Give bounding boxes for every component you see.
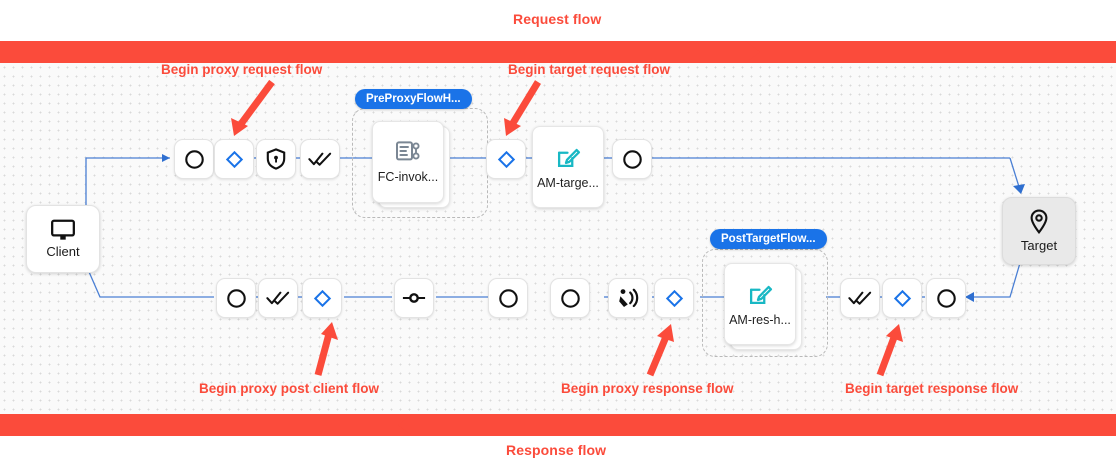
request-flow-label: Request flow <box>513 11 602 27</box>
assign-message-icon <box>749 285 772 304</box>
flow-callout-card[interactable]: FC-invok... <box>372 121 444 203</box>
flow-grid-background <box>0 63 1116 414</box>
request-step-security-node[interactable] <box>256 139 296 179</box>
request-flow-arrowhead <box>560 41 760 63</box>
response-step-target-response-hook-node[interactable] <box>882 278 922 318</box>
post-target-flow-group[interactable] <box>702 249 828 357</box>
annotation-begin-proxy-post-client-flow: Begin proxy post client flow <box>199 381 380 396</box>
response-step-post-client-hook-node[interactable] <box>302 278 342 318</box>
circle-icon <box>184 149 204 169</box>
response-step-flow-end-node[interactable] <box>926 278 966 318</box>
circle-icon <box>560 288 580 308</box>
diamond-icon <box>497 150 515 168</box>
response-flow-arrowhead <box>398 414 598 436</box>
shield-lock-icon <box>266 148 286 170</box>
annotation-begin-proxy-request-flow: Begin proxy request flow <box>161 62 323 77</box>
response-step-signal-node[interactable] <box>608 278 648 318</box>
response-flow-label: Response flow <box>506 442 607 458</box>
assign-message-response-card-label: AM-res-h... <box>729 312 791 327</box>
target-node[interactable]: Target <box>1002 197 1076 265</box>
post-target-flow-group-badge[interactable]: PostTargetFlow... <box>710 229 827 249</box>
diamond-icon <box>313 289 331 307</box>
response-step-flow-start-node[interactable] <box>216 278 256 318</box>
request-flow-band <box>0 41 1116 63</box>
assign-message-response-card[interactable]: AM-res-h... <box>724 263 796 345</box>
response-step-hop-node[interactable] <box>394 278 434 318</box>
client-node[interactable]: Client <box>26 205 100 273</box>
annotation-begin-target-response-flow: Begin target response flow <box>845 381 1019 396</box>
double-check-icon <box>266 291 290 305</box>
request-step-flow-start-node[interactable] <box>174 139 214 179</box>
location-pin-icon <box>1030 209 1048 234</box>
broadcast-icon <box>619 288 639 308</box>
monitor-icon <box>51 219 75 240</box>
circle-icon <box>936 288 956 308</box>
flow-callout-card-label: FC-invok... <box>377 170 439 184</box>
assign-message-target-card[interactable]: AM-targe... <box>532 126 604 208</box>
diamond-icon <box>893 289 911 307</box>
annotation-begin-proxy-response-flow: Begin proxy response flow <box>561 381 734 396</box>
response-step-proxy-response-hook-node[interactable] <box>654 278 694 318</box>
response-step-target-verify-node[interactable] <box>840 278 880 318</box>
flow-callout-icon <box>396 141 420 161</box>
client-node-label: Client <box>46 244 80 259</box>
request-step-target-hook-node[interactable] <box>486 139 526 179</box>
request-step-verify-node[interactable] <box>300 139 340 179</box>
assign-message-target-card-label: AM-targe... <box>537 175 599 190</box>
circle-icon <box>226 288 246 308</box>
double-check-icon <box>308 152 332 166</box>
target-node-label: Target <box>1020 238 1058 253</box>
circle-icon <box>622 149 642 169</box>
double-check-icon <box>848 291 872 305</box>
response-step-flow-node-b[interactable] <box>550 278 590 318</box>
diamond-icon <box>225 150 243 168</box>
circle-icon <box>498 288 518 308</box>
pre-proxy-flow-group-badge[interactable]: PreProxyFlowH... <box>355 89 472 109</box>
waypoint-icon <box>402 293 426 303</box>
request-step-flow-hook-node[interactable] <box>214 139 254 179</box>
response-step-verify-node[interactable] <box>258 278 298 318</box>
assign-message-icon <box>557 148 580 167</box>
diamond-icon <box>665 289 683 307</box>
response-step-flow-node-a[interactable] <box>488 278 528 318</box>
annotation-begin-target-request-flow: Begin target request flow <box>508 62 671 77</box>
request-step-flow-end-node[interactable] <box>612 139 652 179</box>
